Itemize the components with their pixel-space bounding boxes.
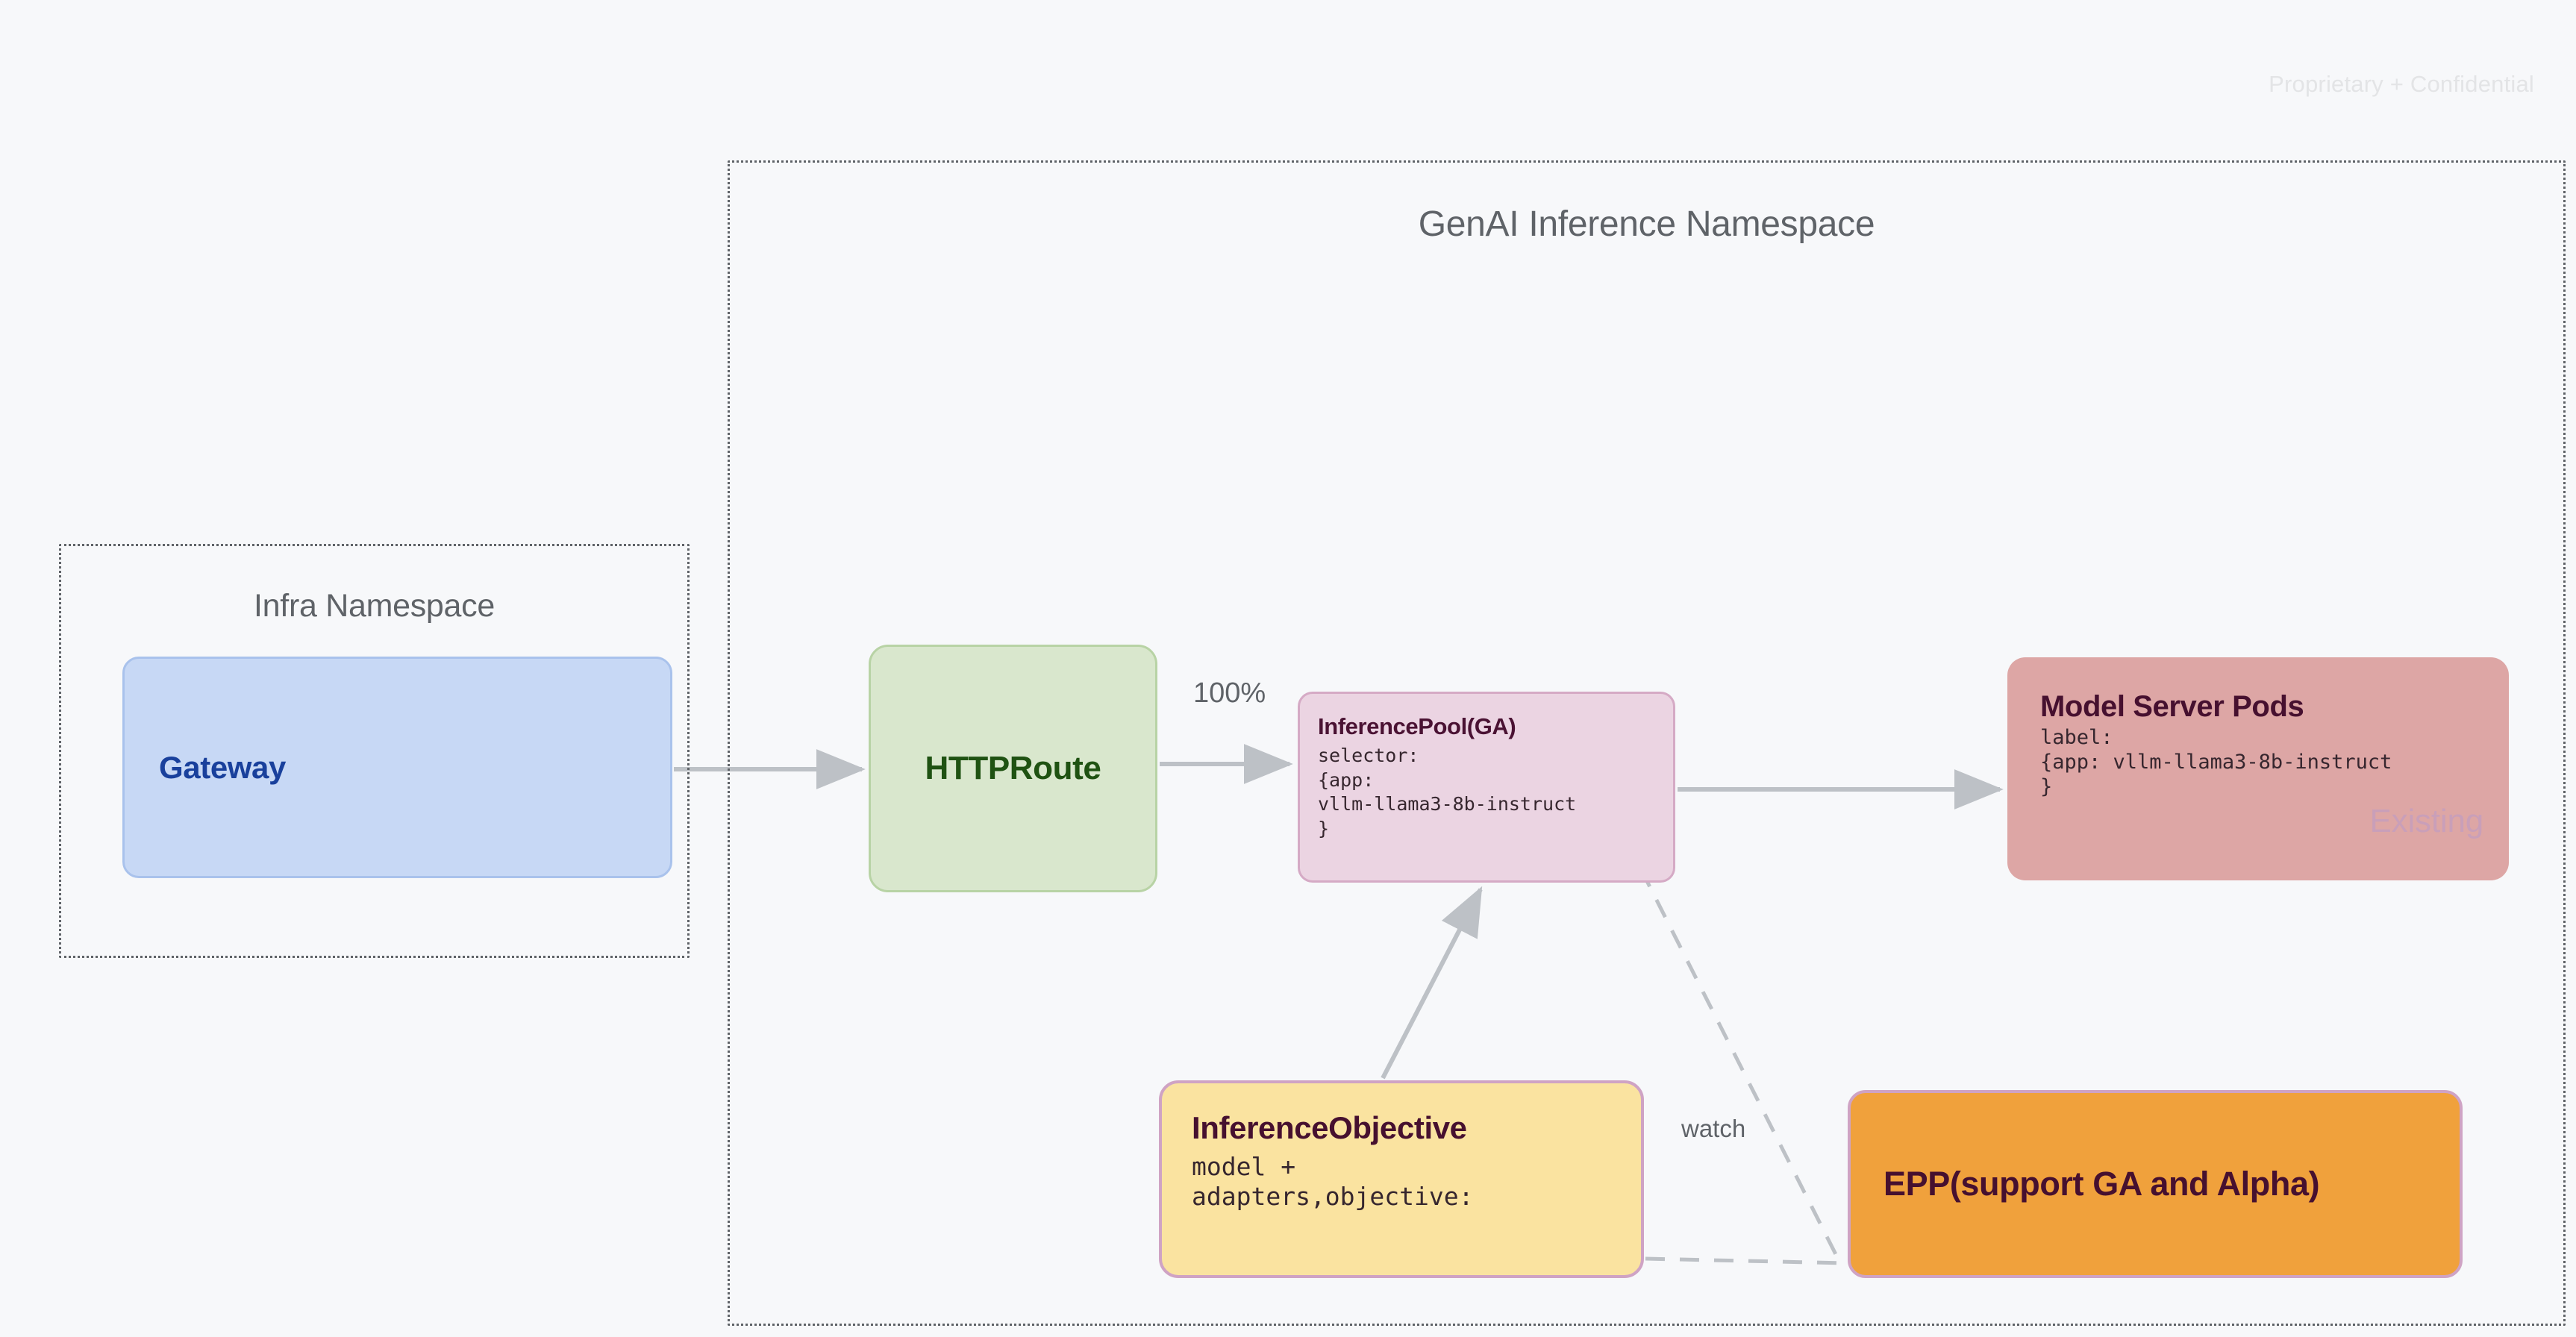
- node-inferencepool-body: selector: {app: vllm-llama3-8b-instruct …: [1318, 745, 1577, 839]
- node-inferencepool[interactable]: InferencePool(GA) selector: {app: vllm-l…: [1298, 692, 1675, 883]
- node-model-server-pods-body: label: {app: vllm-llama3-8b-instruct }: [2040, 726, 2392, 798]
- node-epp-title: EPP(support GA and Alpha): [1883, 1165, 2320, 1203]
- existing-badge: Existing: [2369, 803, 2484, 839]
- node-epp[interactable]: EPP(support GA and Alpha): [1848, 1090, 2463, 1278]
- namespace-genai-inference: GenAI Inference Namespace: [728, 160, 2566, 1326]
- node-httproute[interactable]: HTTPRoute: [869, 645, 1157, 892]
- node-model-server-pods-title: Model Server Pods: [2040, 690, 2304, 723]
- node-inferencepool-title: InferencePool(GA): [1318, 713, 1516, 739]
- namespace-genai-label: GenAI Inference Namespace: [1418, 204, 1875, 244]
- namespace-infra-label: Infra Namespace: [254, 588, 495, 624]
- node-inference-objective-body: model + adapters,objective:: [1192, 1152, 1474, 1212]
- node-model-server-pods[interactable]: Model Server Pods label: {app: vllm-llam…: [2007, 657, 2509, 880]
- node-gateway-title: Gateway: [159, 749, 286, 785]
- namespace-infra: Infra Namespace: [59, 544, 690, 958]
- node-inference-objective-title: InferenceObjective: [1192, 1110, 1467, 1145]
- node-gateway[interactable]: Gateway: [122, 657, 672, 878]
- confidentiality-watermark: Proprietary + Confidential: [2269, 71, 2534, 97]
- node-inference-objective[interactable]: InferenceObjective model + adapters,obje…: [1159, 1080, 1644, 1278]
- edge-label-watch: watch: [1681, 1115, 1746, 1142]
- node-httproute-title: HTTPRoute: [925, 750, 1101, 786]
- edge-label-traffic-weight: 100%: [1193, 677, 1266, 709]
